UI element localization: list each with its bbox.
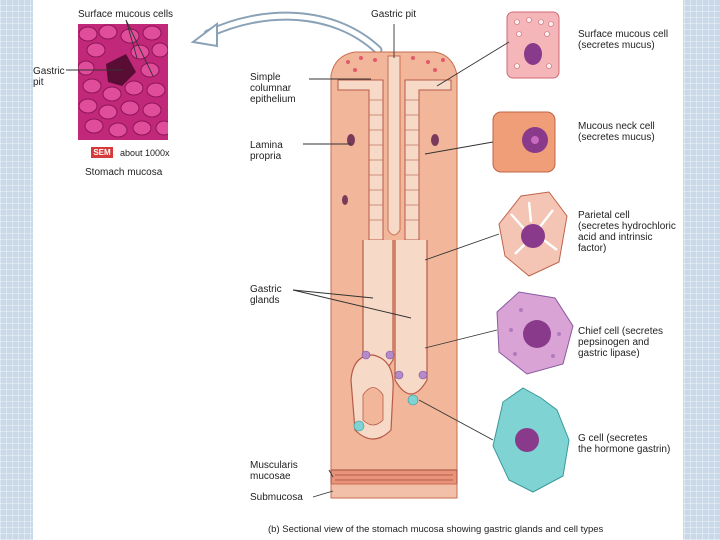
label-simple-columnar-epithelium: Simple columnar epithelium [250,72,296,105]
label-g-cell: G cell (secretes the hormone gastrin) [578,433,670,455]
label-surface-mucous-cells: Surface mucous cells [78,9,173,20]
tissue-block [331,52,457,498]
chief-cell-drawing [497,292,573,374]
label-magnification: about 1000x [120,148,170,159]
label-muscularis-mucosae: Muscularis mucosae [250,460,298,482]
label-gastric-pit: Gastric pit [371,9,416,20]
label-submucosa: Submucosa [250,492,303,503]
arrow-head [193,24,217,46]
parietal-cell-drawing [499,192,567,276]
label-surface-mucous-cell: Surface mucous cell (secretes mucus) [578,29,668,51]
label-parietal-cell: Parietal cell (secretes hydrochloric aci… [578,210,683,254]
figure-caption: (b) Sectional view of the stomach mucosa… [268,524,603,535]
label-mucous-neck-cell: Mucous neck cell (secretes mucus) [578,121,655,143]
stomach-mucosa-diagram [33,0,683,540]
surface-mucous-cell-drawing [507,12,559,78]
label-photo-caption: Stomach mucosa [85,167,162,178]
label-lamina-propria: Lamina propria [250,140,283,162]
label-gastric-glands: Gastric glands [250,284,282,306]
label-chief-cell: Chief cell (secretes pepsinogen and gast… [578,326,663,359]
g-cell-drawing [493,388,569,492]
slide: SEM [33,0,683,540]
label-gastric-pit-photo: Gastric pit [33,66,65,88]
mucous-neck-cell-drawing [493,112,555,172]
